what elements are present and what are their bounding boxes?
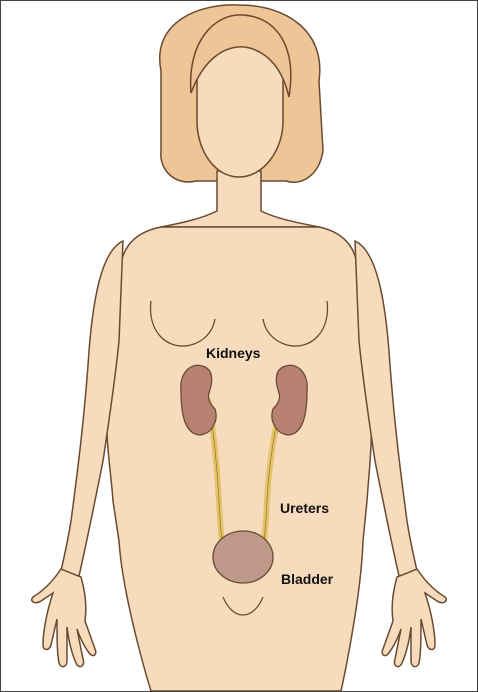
right-hand bbox=[382, 569, 446, 667]
kidneys-label: Kidneys bbox=[206, 346, 260, 360]
left-hand bbox=[32, 569, 96, 667]
bladder bbox=[213, 531, 273, 583]
bladder-label: Bladder bbox=[281, 572, 333, 586]
torso bbox=[107, 227, 372, 691]
ureters-label: Ureters bbox=[280, 501, 329, 515]
